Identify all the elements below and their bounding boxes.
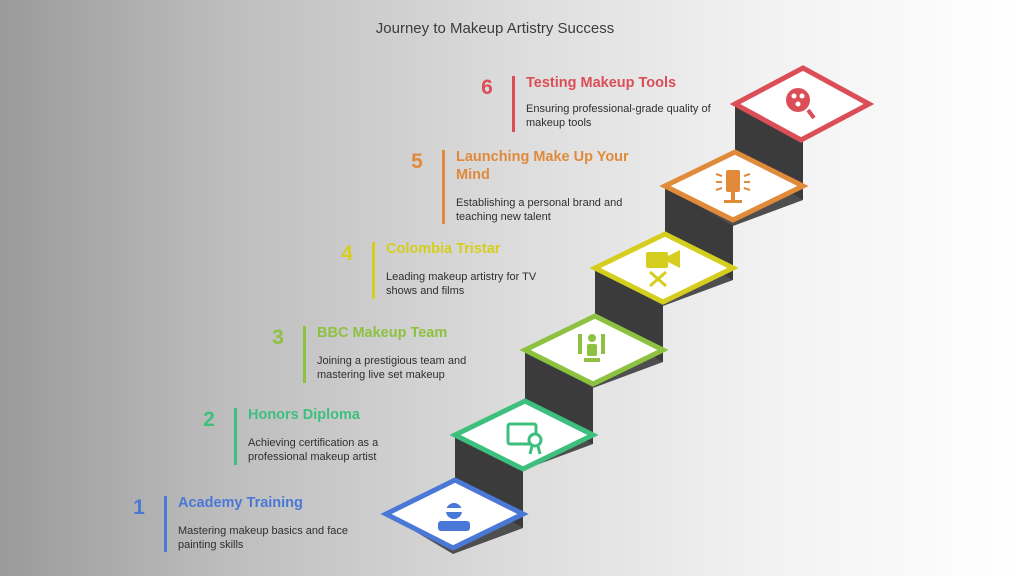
- diagram-title: Journey to Makeup Artistry Success: [375, 20, 615, 37]
- step-6-number: 6: [481, 76, 493, 99]
- step-4-heading: Colombia Tristar: [386, 241, 501, 257]
- step-top-6: [729, 65, 875, 143]
- riser-3-left: [525, 350, 593, 444]
- riser-4-left: [595, 268, 663, 362]
- step-5-divider: [442, 150, 445, 224]
- step-2-heading: Honors Diploma: [248, 407, 360, 423]
- film-camera-icon: [646, 250, 680, 288]
- makeup-artist-icon: [438, 503, 470, 531]
- step-4-description: Leading makeup artistry for TV shows and…: [386, 271, 537, 297]
- step-2-description: Achieving certification as a professiona…: [248, 437, 379, 463]
- step-top-5: [659, 149, 809, 223]
- step-3-description: Joining a prestigious team and mastering…: [317, 355, 467, 381]
- step-5-heading: Launching Make Up Your Mind: [456, 149, 629, 183]
- step-6-description: Ensuring professional-grade quality of m…: [526, 103, 711, 129]
- step-6-divider: [512, 76, 515, 132]
- step-3-divider: [303, 326, 306, 383]
- step-5-number: 5: [411, 150, 423, 173]
- makeup-tools-icon: [786, 88, 816, 120]
- step-2-number: 2: [203, 408, 215, 431]
- step-3-number: 3: [272, 326, 284, 349]
- step-2-divider: [234, 408, 237, 465]
- step-top-4: [589, 231, 739, 305]
- step-1-description: Mastering makeup basics and face paintin…: [178, 525, 348, 551]
- step-6-heading: Testing Makeup Tools: [526, 75, 677, 91]
- step-top-3: [519, 313, 669, 387]
- riser-5-left: [665, 186, 733, 280]
- podium-brand-icon: [715, 170, 751, 203]
- step-top-1: [380, 477, 529, 551]
- step-4-number: 4: [341, 242, 353, 265]
- step-5-description: Establishing a personal brand and teachi…: [456, 197, 623, 223]
- step-1-heading: Academy Training: [178, 495, 303, 511]
- step-top-2-shape: [449, 398, 599, 472]
- step-3-heading: BBC Makeup Team: [317, 325, 448, 341]
- step-4-divider: [372, 242, 375, 299]
- step-1-number: 1: [133, 496, 145, 519]
- step-1-divider: [164, 496, 167, 552]
- step-top-2: [449, 398, 599, 472]
- diploma-certificate-icon: [506, 422, 543, 455]
- team-group-icon: [578, 334, 605, 362]
